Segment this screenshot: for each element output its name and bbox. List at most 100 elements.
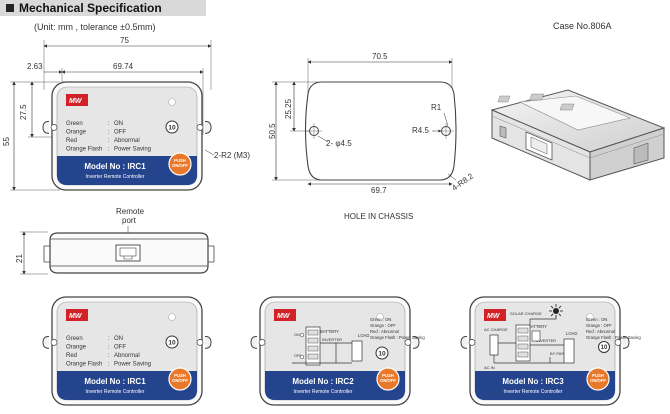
status-led [168, 98, 176, 106]
model-number: Model No : IRC1 [84, 162, 146, 171]
legend-state: Abnormal [114, 353, 140, 359]
ten-meter-badge-icon: 10 [165, 120, 179, 134]
ten-meter-badge-icon: 10 [598, 341, 610, 353]
load-label: LOAD [358, 333, 369, 338]
svg-text:ON/OFF: ON/OFF [172, 378, 188, 383]
screw-hole-left [468, 339, 476, 346]
battery-label: BATTERY [320, 329, 339, 334]
legend-separator: : [108, 147, 110, 153]
legend-state: OFF [114, 345, 126, 351]
mount-ear-right [412, 335, 420, 349]
legend-color: Orange Flash [66, 362, 102, 368]
mount-ear-right [204, 120, 212, 134]
svg-text:PUSH: PUSH [174, 373, 186, 378]
model-band [57, 371, 197, 400]
ac-in-label: AC IN [484, 365, 495, 370]
legend-state: ON [114, 336, 123, 342]
status-led [168, 313, 176, 321]
unit-tolerance-note: (Unit: mm , tolerance ±0.5mm) [34, 22, 156, 32]
dim-hole-span-label: 69.74 [113, 62, 134, 71]
model-band [265, 371, 405, 400]
meanwell-logo: MW [484, 309, 506, 321]
svg-text:PUSH: PUSH [382, 373, 394, 378]
meanwell-logo: MW [66, 94, 88, 106]
hole-dim-top-label: 70.5 [372, 52, 388, 61]
legend-color: Orange [66, 345, 87, 351]
on-label: ON [294, 333, 300, 337]
model-band [475, 371, 615, 400]
svg-text:MW: MW [69, 313, 83, 320]
mount-ear-left [250, 335, 258, 349]
legend-separator: : [108, 121, 110, 127]
screw-note: 2-R2 (M3) [214, 151, 250, 160]
svg-text:10: 10 [168, 339, 176, 346]
screw-hole-right [404, 339, 412, 346]
legend-state: OFF [114, 130, 126, 136]
meanwell-logo: MW [274, 309, 296, 321]
battery-label: BATTERY [528, 324, 547, 329]
remote-port-label-line2: port [122, 216, 137, 225]
legend-state: Abnormal [114, 138, 140, 144]
mount-ear-left [42, 335, 50, 349]
dim-hole-height-label: 27.5 [19, 104, 28, 120]
case-number: Case No.806A [553, 21, 612, 31]
mount-ear-right [204, 335, 212, 349]
hole-dim-height-label: 50.5 [268, 123, 277, 139]
legend-separator: : [108, 362, 110, 368]
legend-color: Red [66, 138, 77, 144]
legend-separator: : [108, 138, 110, 144]
ac-charge-block [489, 334, 499, 356]
status-led [586, 313, 594, 321]
legend-color: Green [66, 336, 83, 342]
side-view: 21 [15, 231, 215, 275]
svg-text:MW: MW [277, 313, 291, 320]
svg-text:10: 10 [168, 124, 176, 131]
legend-line: Orange Flash : Power Saving [370, 335, 425, 340]
load-label: LOAD [566, 331, 577, 336]
inverter-label: INVERTER [536, 338, 556, 343]
device-subtitle: Inverter Remote Controller [294, 389, 353, 395]
screw-hole-left [50, 339, 58, 346]
legend-line: Orange : OFF [370, 323, 396, 328]
model-band [57, 156, 197, 185]
r1-label: R1 [431, 103, 442, 112]
legend-line: Red : Abnormal [586, 329, 615, 334]
corner-radius-label: 4-R8.2 [450, 171, 475, 192]
svg-text:ON/OFF: ON/OFF [590, 378, 606, 383]
device-subtitle: Inverter Remote Controller [86, 174, 145, 180]
ten-meter-badge-icon: 10 [165, 335, 179, 349]
legend-separator: : [108, 345, 110, 351]
side-dim-height-label: 21 [15, 254, 24, 263]
solar-sun-icon [549, 304, 563, 318]
svg-text:PUSH: PUSH [592, 373, 604, 378]
legend-color: Red [66, 353, 77, 359]
isometric-3d-view [490, 89, 666, 181]
legend-line: Green : ON [370, 317, 391, 322]
hole-in-chassis-view: 70.5 50.5 25.25 R1 R4.5 2- φ4.5 69.7 4-R… [268, 52, 475, 221]
svg-text:ON/OFF: ON/OFF [380, 378, 396, 383]
section-title: Mechanical Specification [19, 1, 162, 15]
svg-text:MW: MW [487, 313, 501, 320]
section-header-bar [0, 0, 206, 16]
legend-color: Orange [66, 130, 87, 136]
inverter-label: INVERTER [322, 337, 342, 342]
device-subtitle: Inverter Remote Controller [504, 389, 563, 395]
r45-label: R4.5 [412, 126, 429, 135]
model-number: Model No : IRC2 [292, 377, 354, 386]
by-pass-label: BY PASS [550, 351, 567, 356]
model-number: Model No : IRC3 [502, 377, 564, 386]
screw-hole-right [196, 124, 204, 131]
off-label: OFF [294, 354, 302, 358]
svg-text:ON/OFF: ON/OFF [172, 163, 188, 168]
legend-state: ON [114, 121, 123, 127]
hole-caption: HOLE IN CHASSIS [344, 212, 413, 221]
legend-state: Power Saving [114, 147, 151, 153]
